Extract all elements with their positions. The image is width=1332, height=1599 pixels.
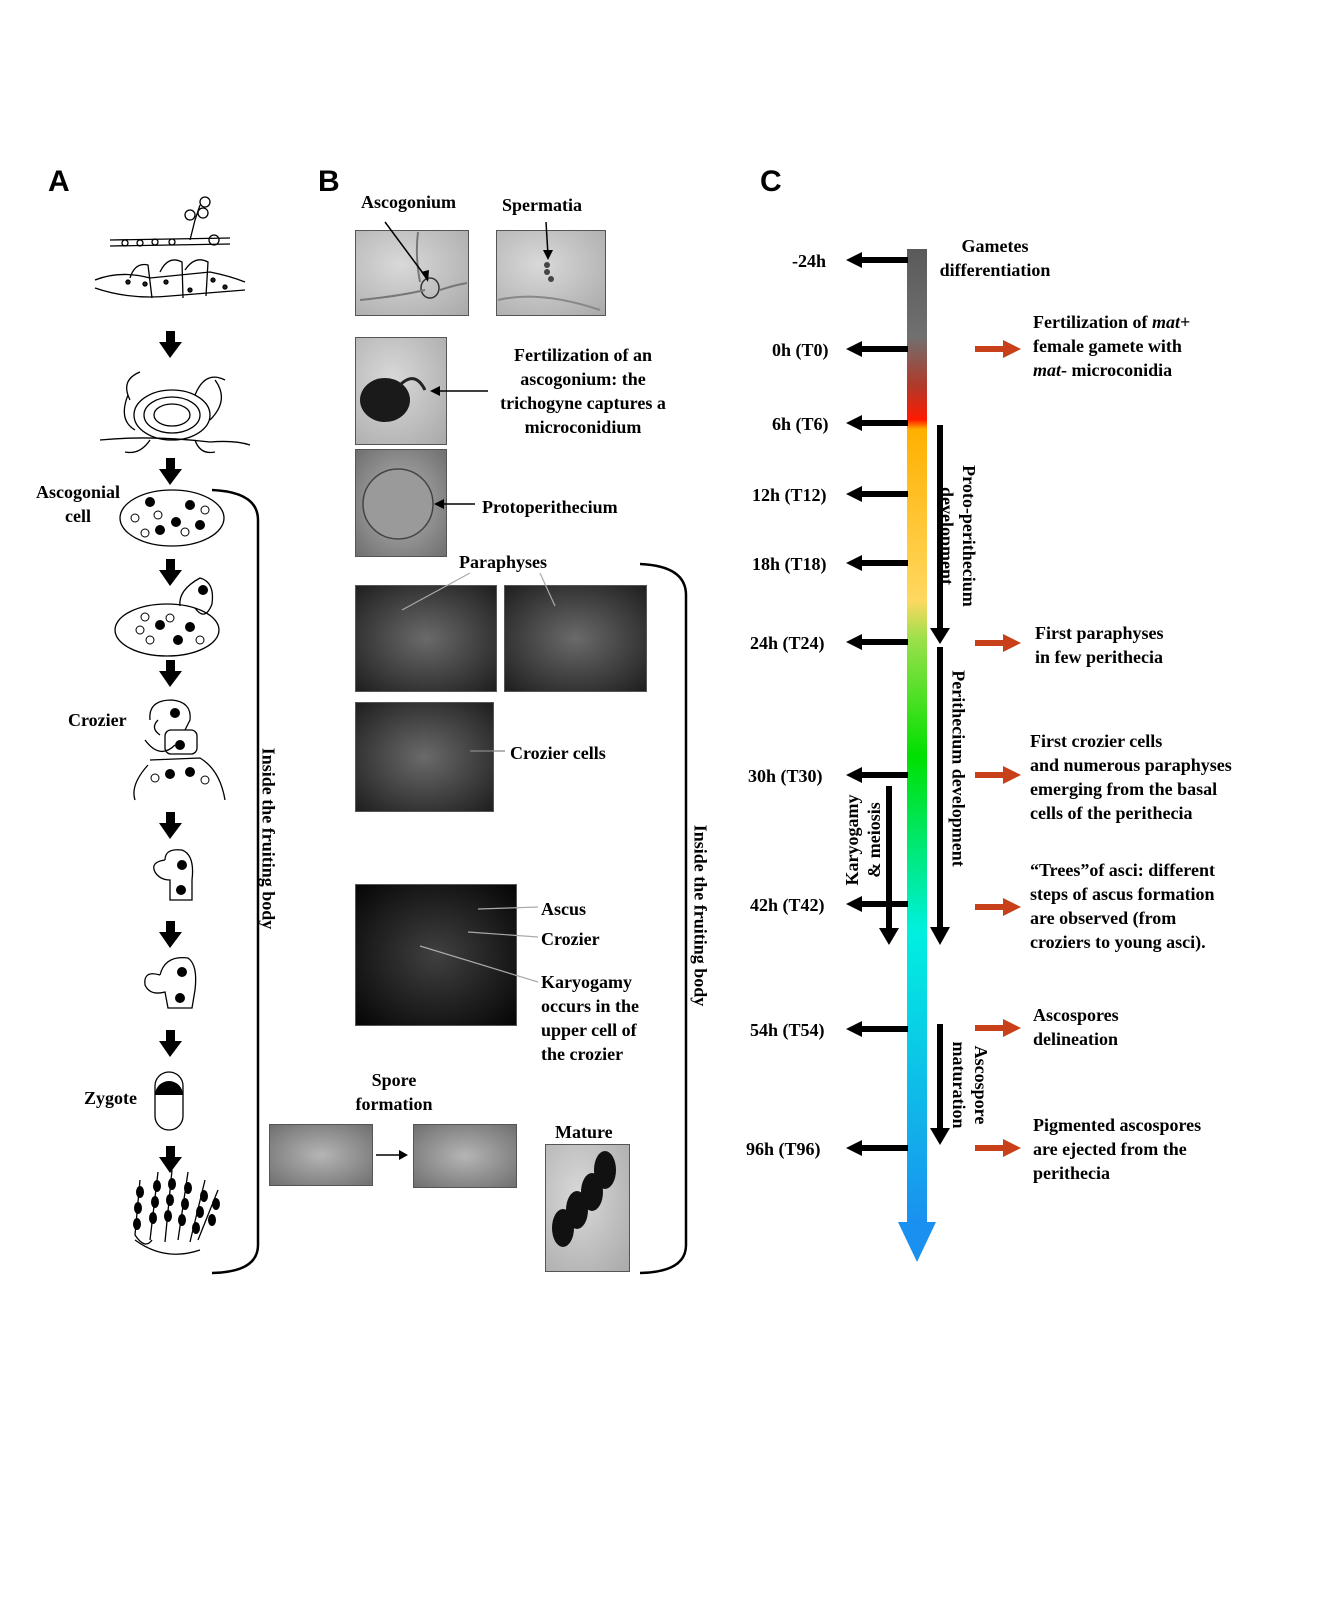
- event-t96-text: Pigmented ascospores are ejected from th…: [1033, 1115, 1202, 1183]
- time-label-t0: 0h (T0): [772, 340, 829, 360]
- proto-perithecium-label: Proto-perithecium development: [937, 465, 979, 607]
- time-label-t24: 24h (T24): [750, 633, 825, 653]
- spore-formation-image-2: [413, 1124, 517, 1188]
- event-t30-text: First crozier cells and numerous paraphy…: [1030, 731, 1232, 823]
- spore-formation-image-1: [269, 1124, 373, 1186]
- event-t0-part2: +: [1179, 312, 1191, 332]
- mature-label: Mature: [555, 1122, 613, 1142]
- time-label-t30: 30h (T30): [748, 766, 823, 786]
- time-label-t18: 18h (T18): [752, 554, 827, 574]
- zygote-label: Zygote: [84, 1088, 137, 1108]
- crozier-cells-label: Crozier cells: [510, 743, 606, 763]
- panel-a-letter: A: [48, 165, 70, 198]
- fertilization-label: Fertilization of an ascogonium: the tric…: [500, 345, 666, 437]
- crozier-cells-image: [355, 702, 494, 812]
- spermatia-image: [496, 230, 606, 316]
- ascus-label: Ascus: [541, 899, 587, 919]
- ascospore-maturation-label: Ascospore maturation: [949, 1041, 991, 1129]
- paraphyses-label: Paraphyses: [459, 552, 548, 572]
- event-t0-part3: female gamete with: [1033, 336, 1182, 356]
- panel-c-letter: C: [760, 165, 782, 198]
- time-label-t42: 42h (T42): [750, 895, 825, 915]
- time-label-t12: 12h (T12): [752, 485, 827, 505]
- karyogamy-meiosis-label: Karyogamy & meiosis: [842, 794, 884, 886]
- ascogonial-cell-label: Ascogonial cell: [35, 482, 120, 526]
- time-label-minus24: -24h: [792, 251, 827, 271]
- event-t54-text: Ascospores delineation: [1033, 1005, 1119, 1049]
- event-t0-mat1: mat: [1151, 312, 1180, 332]
- karyogamy-label: Karyogamy occurs in the upper cell of th…: [541, 972, 639, 1064]
- time-label-t6: 6h (T6): [772, 414, 829, 434]
- event-t24-text: First paraphyses in few perithecia: [1035, 623, 1164, 667]
- event-t0-part4: - microconidia: [1061, 360, 1173, 380]
- protoperithecium-label: Protoperithecium: [482, 497, 618, 517]
- spermatia-label: Spermatia: [502, 195, 582, 215]
- perithecium-development-label: Perithecium development: [948, 670, 969, 867]
- event-t0-text: Fertilization of mat+ female gamete with…: [1033, 310, 1190, 382]
- spore-formation-label: Spore formation: [355, 1070, 433, 1114]
- event-t0-part1: Fertilization of: [1033, 312, 1152, 332]
- event-t42-text: “Trees”of asci: different steps of ascus…: [1030, 860, 1215, 952]
- ascus-fluorescence-image: [355, 884, 517, 1026]
- crozier-label-a: Crozier: [68, 710, 127, 730]
- event-t0-mat2: mat: [1033, 360, 1062, 380]
- ascogonium-image: [355, 230, 469, 316]
- panel-b-letter: B: [318, 165, 340, 198]
- paraphyses-image-2: [504, 585, 647, 692]
- crozier-label-b: Crozier: [541, 929, 600, 949]
- ascogonium-label: Ascogonium: [361, 192, 457, 212]
- paraphyses-image-1: [355, 585, 497, 692]
- time-label-t96: 96h (T96): [746, 1139, 821, 1159]
- gametes-differentiation-label: Gametes differentiation: [939, 236, 1051, 280]
- time-label-t54: 54h (T54): [750, 1020, 825, 1040]
